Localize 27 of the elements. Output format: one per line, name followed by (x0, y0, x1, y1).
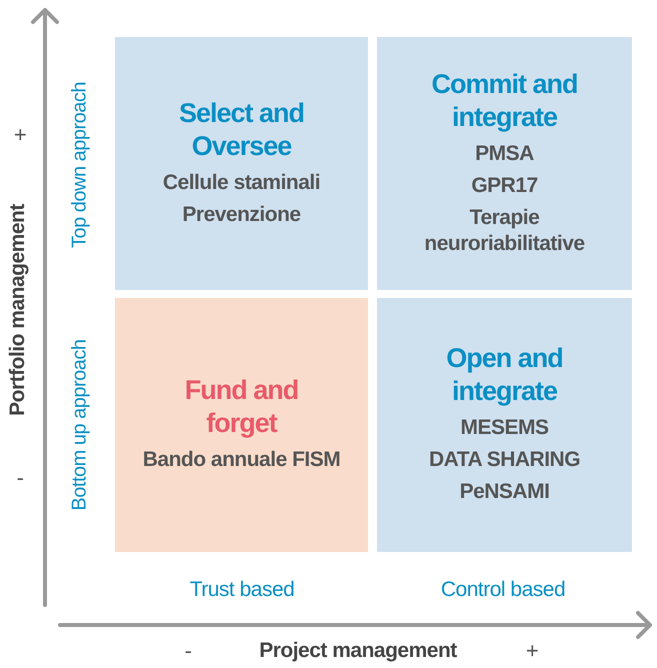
quadrant-heading: Select and Oversee (178, 96, 306, 162)
quadrant-item: MESEMS (460, 415, 548, 441)
quadrant-heading: Fund and forget (184, 374, 300, 440)
axis-title: Portfolio management (6, 204, 30, 416)
plus-sign: + (526, 638, 538, 664)
quadrant-item: Bando annuale FISM (142, 447, 340, 473)
quadrant-panel (115, 298, 368, 552)
quadrant-heading: Commit and integrate (430, 68, 578, 134)
axis-level-label: Trust based (190, 578, 294, 602)
axis-level-label: Bottom up approach (68, 339, 92, 511)
quadrant-heading: Open and integrate (445, 342, 564, 408)
quadrant-item: PMSA (475, 140, 534, 166)
quadrant-item: DATA SHARING (428, 447, 580, 473)
quadrant-item: Cellule staminali (162, 170, 320, 196)
axis-title: Project management (259, 639, 457, 663)
axis-level-label: Control based (440, 578, 566, 602)
quadrant-item: GPR17 (471, 172, 538, 198)
quadrant-item: Prevenzione (182, 202, 301, 228)
plus-sign: + (14, 122, 26, 148)
quadrant-panel (377, 298, 632, 552)
minus-sign: - (184, 638, 192, 664)
minus-sign: - (16, 465, 24, 491)
quadrant-item: PeNSAMI (460, 479, 550, 505)
quadrant-panel (377, 37, 632, 290)
quadrant-panel (115, 37, 368, 290)
axis-level-label: Top down approach (68, 82, 92, 248)
quadrant-item: Terapie neuroriabilitative (423, 204, 586, 256)
